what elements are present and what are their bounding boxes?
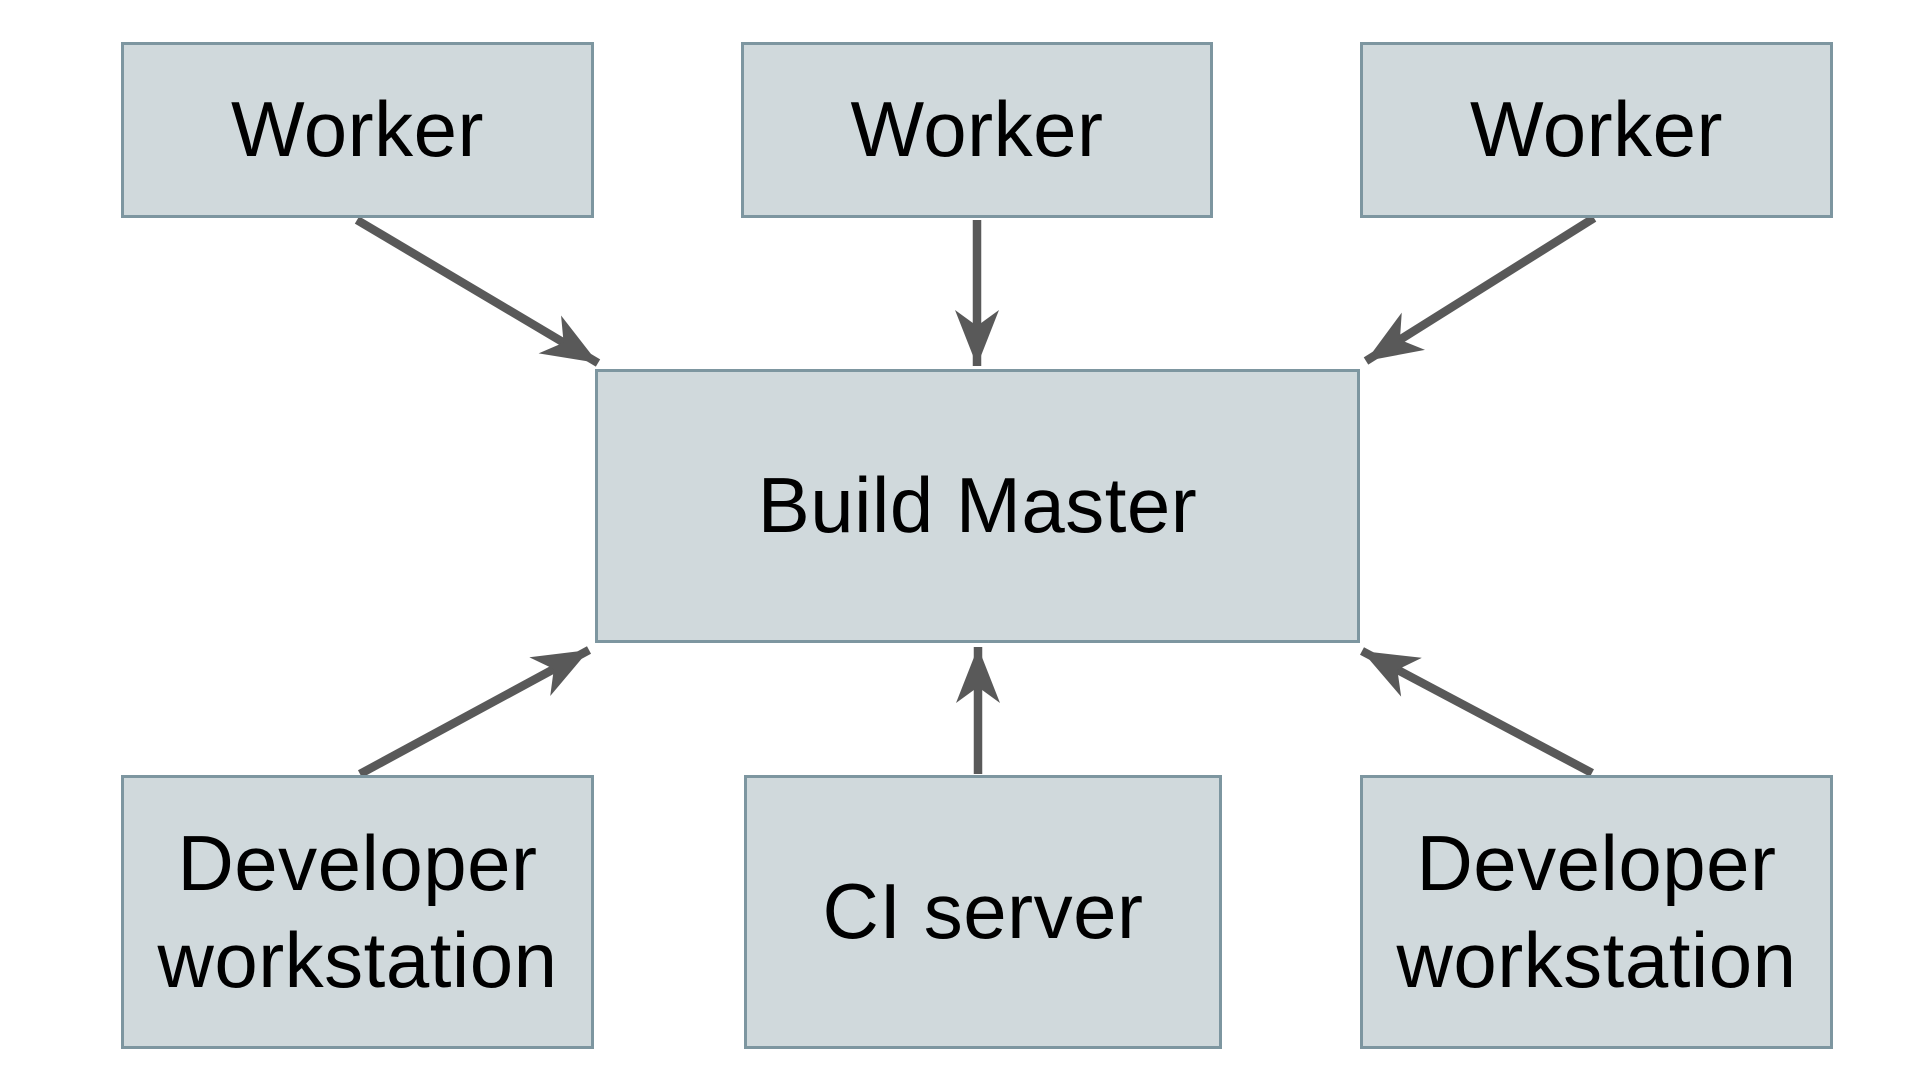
node-build-master: Build Master (595, 369, 1360, 643)
node-worker-3-label: Worker (1470, 85, 1723, 174)
node-worker-1: Worker (121, 42, 594, 218)
node-dev-workstation-left: Developer workstation (121, 775, 594, 1049)
node-worker-2-label: Worker (850, 85, 1104, 174)
node-dev-workstation-left-label: Developer workstation (157, 818, 558, 1005)
node-dev-workstation-right: Developer workstation (1360, 775, 1833, 1049)
arrow-dev-workstation-left-to-build-master (357, 646, 592, 778)
node-dev-workstation-right-label: Developer workstation (1396, 818, 1797, 1005)
node-build-master-label: Build Master (757, 461, 1198, 550)
node-ci-server: CI server (744, 775, 1222, 1049)
node-ci-server-label: CI server (822, 867, 1144, 956)
arrow-worker-1-to-build-master (354, 216, 601, 367)
node-worker-2: Worker (741, 42, 1213, 218)
node-worker-3: Worker (1360, 42, 1833, 218)
arrow-dev-workstation-right-to-build-master (1360, 647, 1594, 777)
node-worker-1-label: Worker (231, 85, 484, 174)
arrow-worker-3-to-build-master (1363, 214, 1597, 365)
